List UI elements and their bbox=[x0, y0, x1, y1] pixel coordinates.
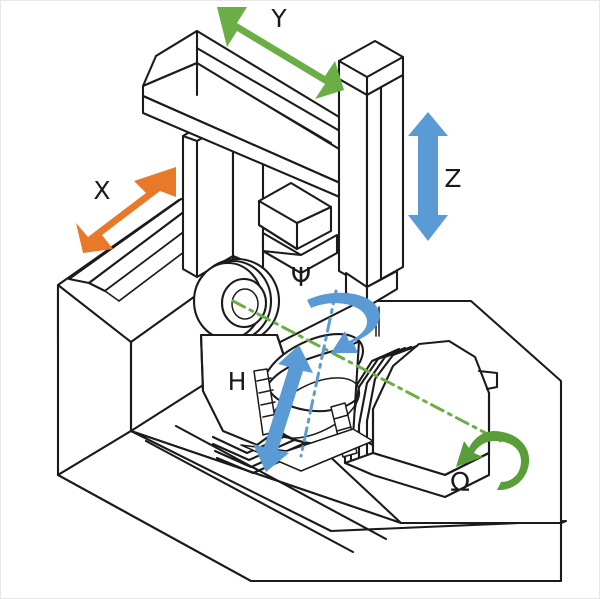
y-axis-arrow bbox=[217, 7, 344, 99]
spindle-ram bbox=[337, 39, 405, 337]
hexapod-struts bbox=[240, 368, 374, 472]
axis-label-y: Y bbox=[270, 4, 287, 33]
axis-label-h: H bbox=[228, 367, 247, 396]
axis-label-psi: Ψ bbox=[291, 263, 311, 293]
omega-rotation-arrow bbox=[456, 431, 530, 491]
axis-label-omega: Ω bbox=[450, 468, 470, 498]
omega-axis-centerline bbox=[231, 299, 503, 443]
gantry-crossrail bbox=[141, 29, 351, 203]
h-axis-arrow bbox=[253, 345, 313, 472]
psi-rotation-arrow bbox=[307, 292, 380, 353]
z-axis-arrow bbox=[408, 112, 448, 241]
x-axis-arrow bbox=[76, 167, 176, 253]
psi-axis-centerline bbox=[299, 289, 338, 458]
axis-label-x: X bbox=[93, 176, 110, 205]
crossrail-saddle bbox=[257, 181, 339, 275]
left-bearing-boss bbox=[192, 257, 281, 345]
axis-label-z: Z bbox=[444, 164, 461, 193]
